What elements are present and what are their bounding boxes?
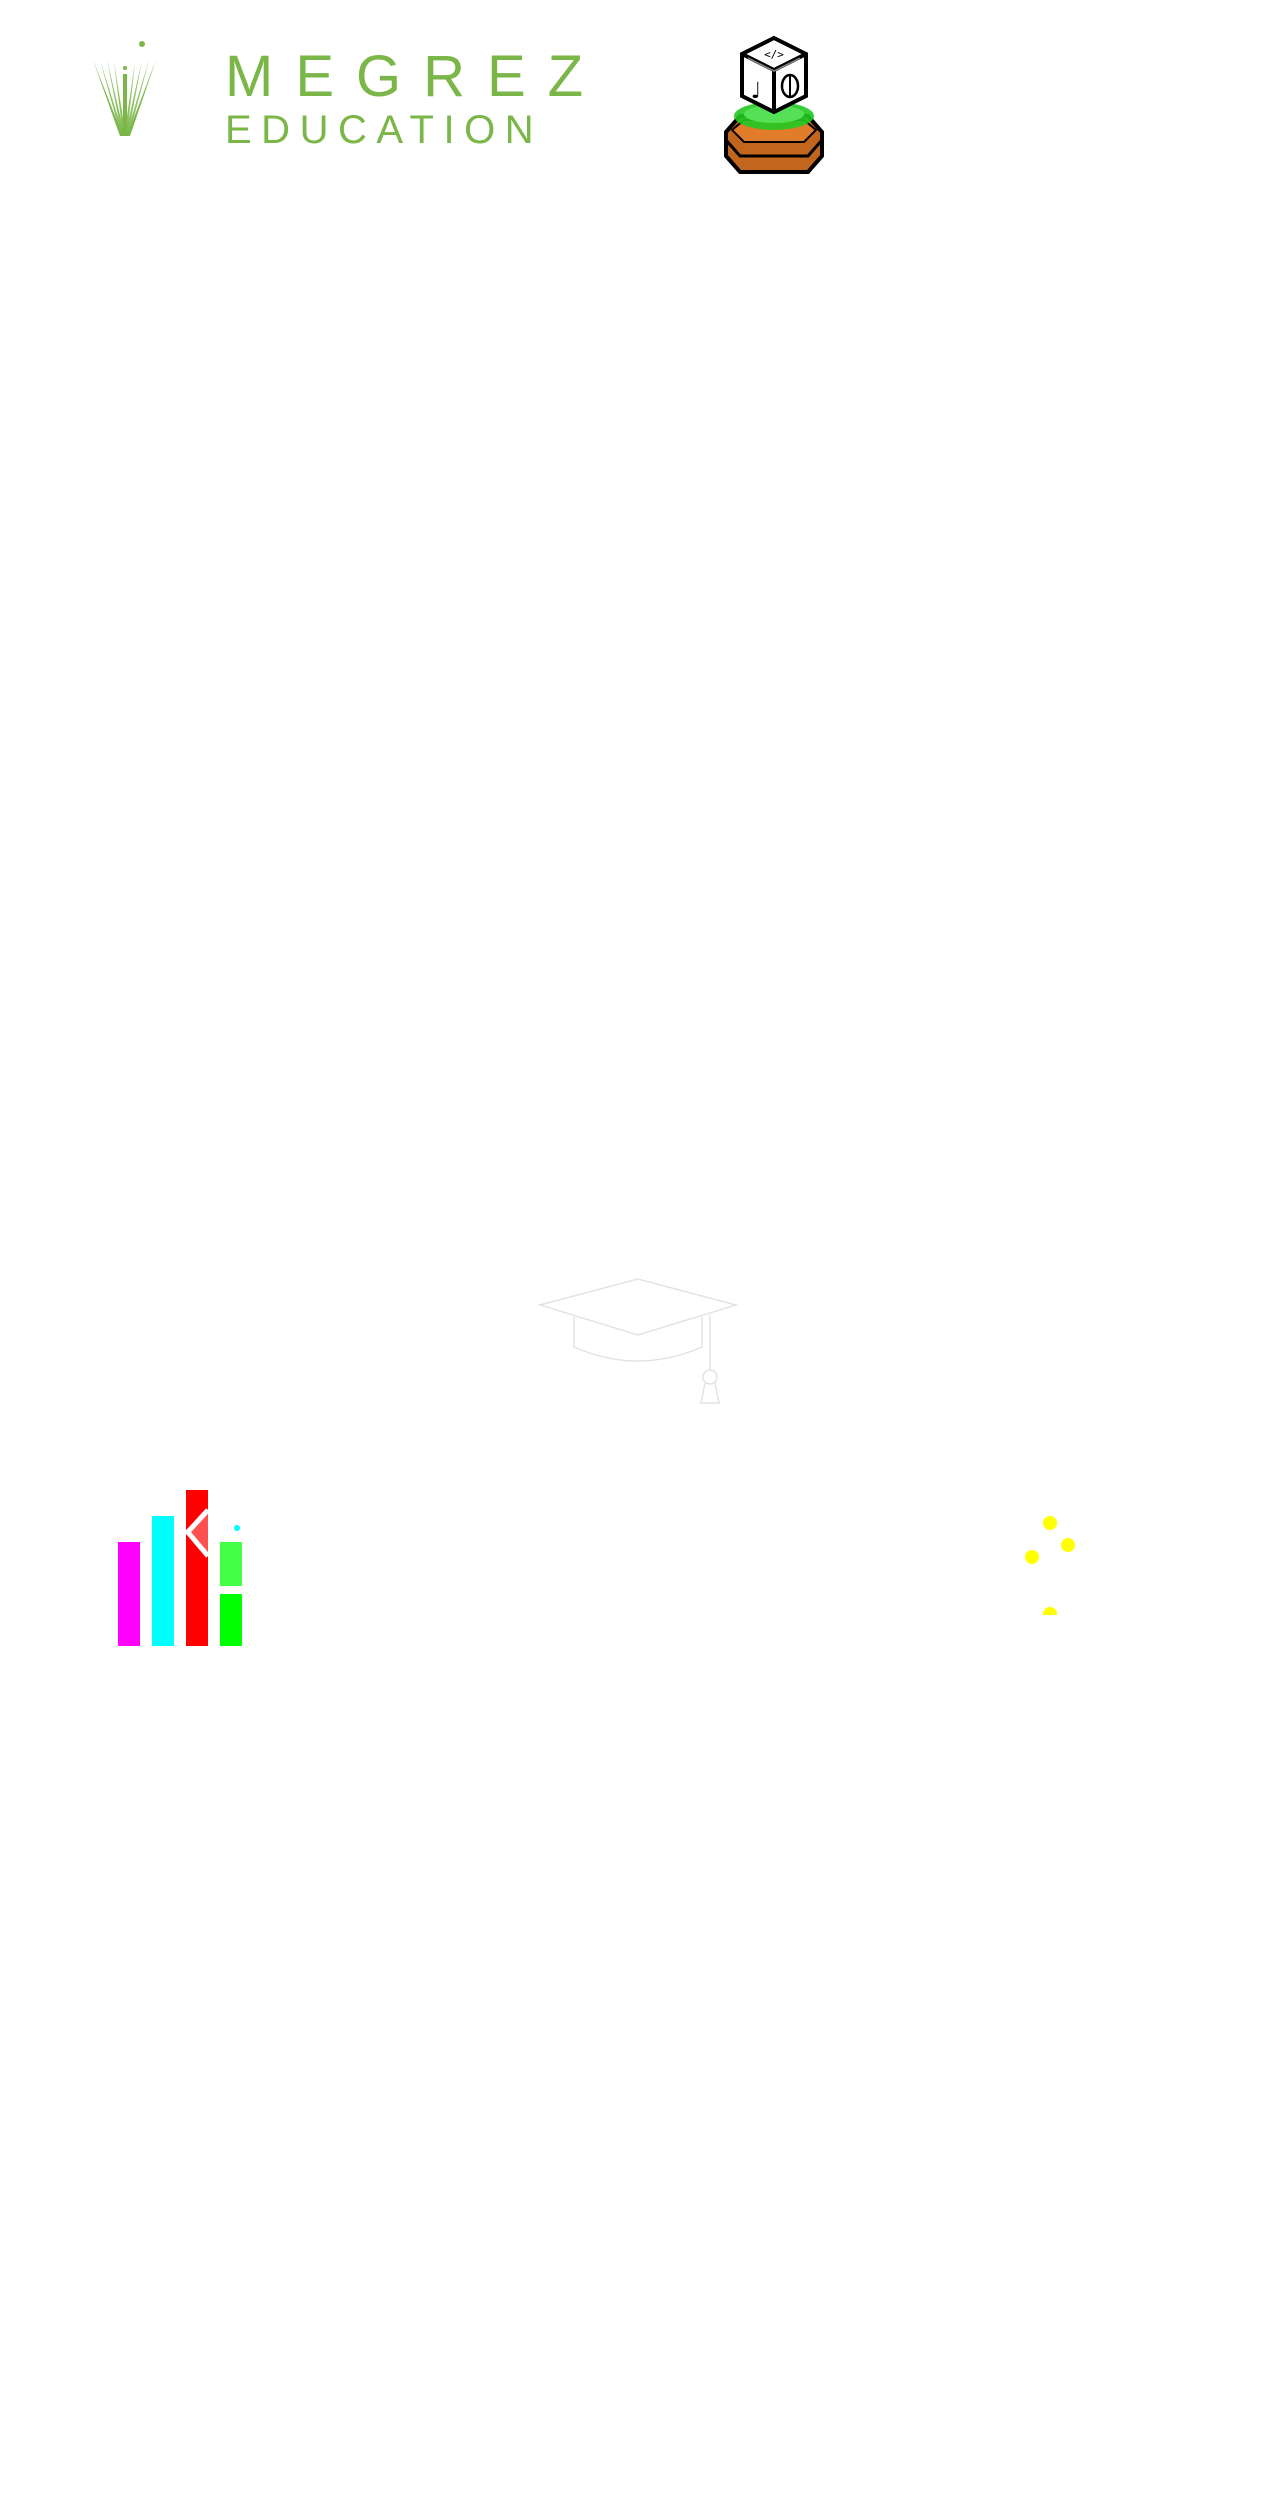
cube-pot-logo: </> ♩ — [724, 35, 824, 174]
megrez-wordmark-line2: EDUCATION — [225, 108, 544, 152]
megrez-wordmark: MEGREZ EDUCATION — [225, 44, 606, 153]
megrez-spark-icon — [93, 41, 156, 136]
megrez-wordmark-line1: MEGREZ — [225, 44, 606, 109]
graduation-cap-icon — [538, 1278, 738, 1404]
megrez-education-logo: MEGREZ EDUCATION — [90, 38, 583, 158]
cube-music-glyph: ♩ — [751, 79, 761, 104]
cube-code-glyph: </> — [764, 48, 784, 61]
bars-chart-logo — [118, 1490, 242, 1646]
yellow-dots-icon — [1025, 1516, 1075, 1615]
